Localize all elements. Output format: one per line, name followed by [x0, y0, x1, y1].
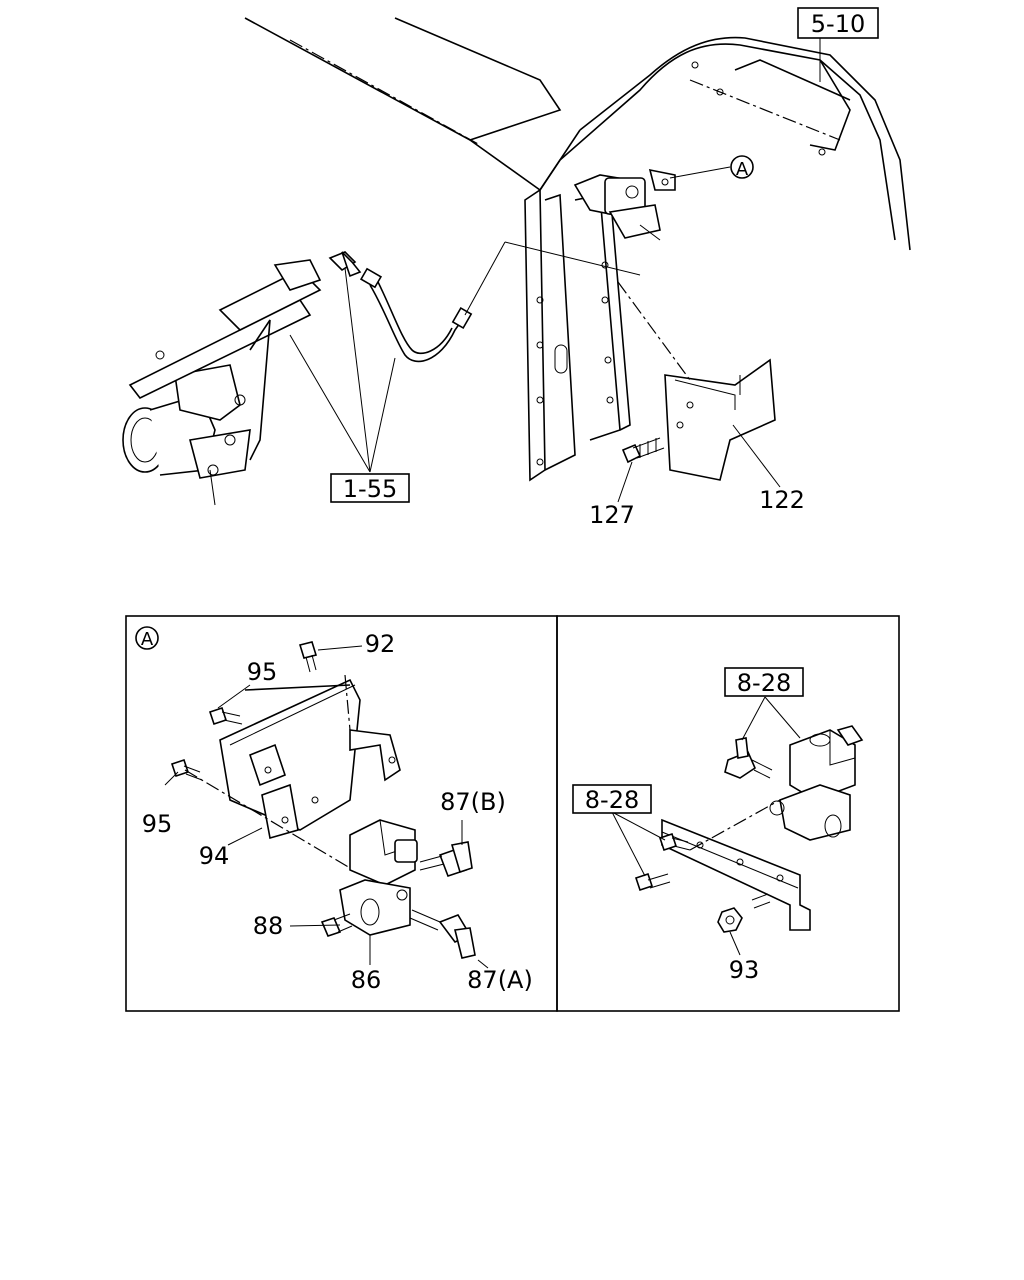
part-86-valve-body	[339, 819, 418, 936]
ref-label-8-28-upper: 8-28	[737, 669, 791, 697]
callout-a-top-label: A	[736, 159, 749, 180]
part-95-bolt-upper	[208, 706, 243, 726]
part-label-88: 88	[253, 912, 284, 940]
part-label-127: 127	[589, 501, 635, 529]
part-88-plug	[320, 913, 353, 937]
ref-label-1-55: 1-55	[343, 475, 397, 503]
solenoid-detail	[724, 725, 864, 841]
part-92-bolt	[298, 641, 318, 673]
part-label-122: 122	[759, 486, 805, 514]
solenoid-valve-assembly	[573, 168, 676, 241]
leader-lines-panel-b	[611, 696, 801, 956]
ref-box-5-10[interactable]: 5-10	[797, 7, 879, 39]
part-label-93: 93	[729, 956, 760, 984]
part-122-cover	[664, 358, 776, 481]
part-label-95-upper: 95	[247, 658, 278, 686]
detail-panel-b	[556, 615, 900, 1012]
ref-label-5-10: 5-10	[811, 10, 865, 38]
callout-a-panel-label: A	[141, 629, 154, 650]
part-label-86: 86	[351, 966, 382, 994]
leader-lines-panel-a	[164, 645, 489, 969]
studs-8-28	[634, 832, 771, 909]
part-93-nut	[717, 907, 743, 933]
part-label-95-lower: 95	[142, 810, 173, 838]
part-label-87b: 87(B)	[440, 788, 506, 816]
hose-assembly	[328, 251, 473, 363]
part-87a-fitting	[409, 909, 476, 959]
ref-box-1-55[interactable]: 1-55	[330, 473, 410, 503]
vehicle-frame	[244, 17, 911, 482]
steering-gear-unit	[122, 259, 322, 506]
ref-box-8-28-lower[interactable]: 8-28	[572, 784, 652, 814]
part-label-87a: 87(A)	[467, 966, 533, 994]
leader-lines-top	[289, 35, 821, 503]
callout-a-top[interactable]: A	[730, 155, 754, 180]
ref-box-8-28-upper[interactable]: 8-28	[724, 667, 804, 697]
part-label-92: 92	[365, 630, 396, 658]
part-94-bracket	[219, 678, 401, 840]
ref-label-8-28-lower: 8-28	[585, 786, 639, 814]
part-127-bolt	[621, 437, 665, 464]
callout-a-panel[interactable]: A	[135, 626, 159, 650]
part-95-bolt-lower	[170, 758, 203, 781]
part-label-94: 94	[199, 842, 230, 870]
part-87b-fitting	[419, 841, 473, 878]
